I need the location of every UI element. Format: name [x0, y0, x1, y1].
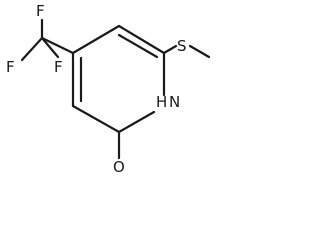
chemical-structure: F F F S H N O — [6, 2, 211, 176]
atom-label-nitrogen-h: H — [156, 93, 167, 111]
bond-cf3-ring — [40, 36, 75, 55]
atom-label-sulfur: S — [177, 37, 187, 55]
atom-label-f-top: F — [36, 2, 45, 20]
bond-c6-s — [162, 44, 178, 55]
bond-n1-c2 — [117, 110, 156, 134]
bond-c5-c6 — [117, 24, 166, 55]
bond-c4-c5 — [71, 24, 121, 55]
bond-cf3-f-left — [20, 36, 44, 62]
bond-c5-c6-double — [117, 33, 159, 59]
bond-s-ch3 — [188, 44, 211, 59]
atom-label-f-bottom: F — [54, 58, 63, 76]
atom-label-nitrogen: N — [169, 93, 180, 111]
atom-label-oxygen: O — [113, 158, 125, 176]
atom-label-f-left: F — [6, 58, 15, 76]
bond-c2-c3 — [71, 104, 121, 134]
bond-cf3-f-bottom — [40, 36, 60, 59]
